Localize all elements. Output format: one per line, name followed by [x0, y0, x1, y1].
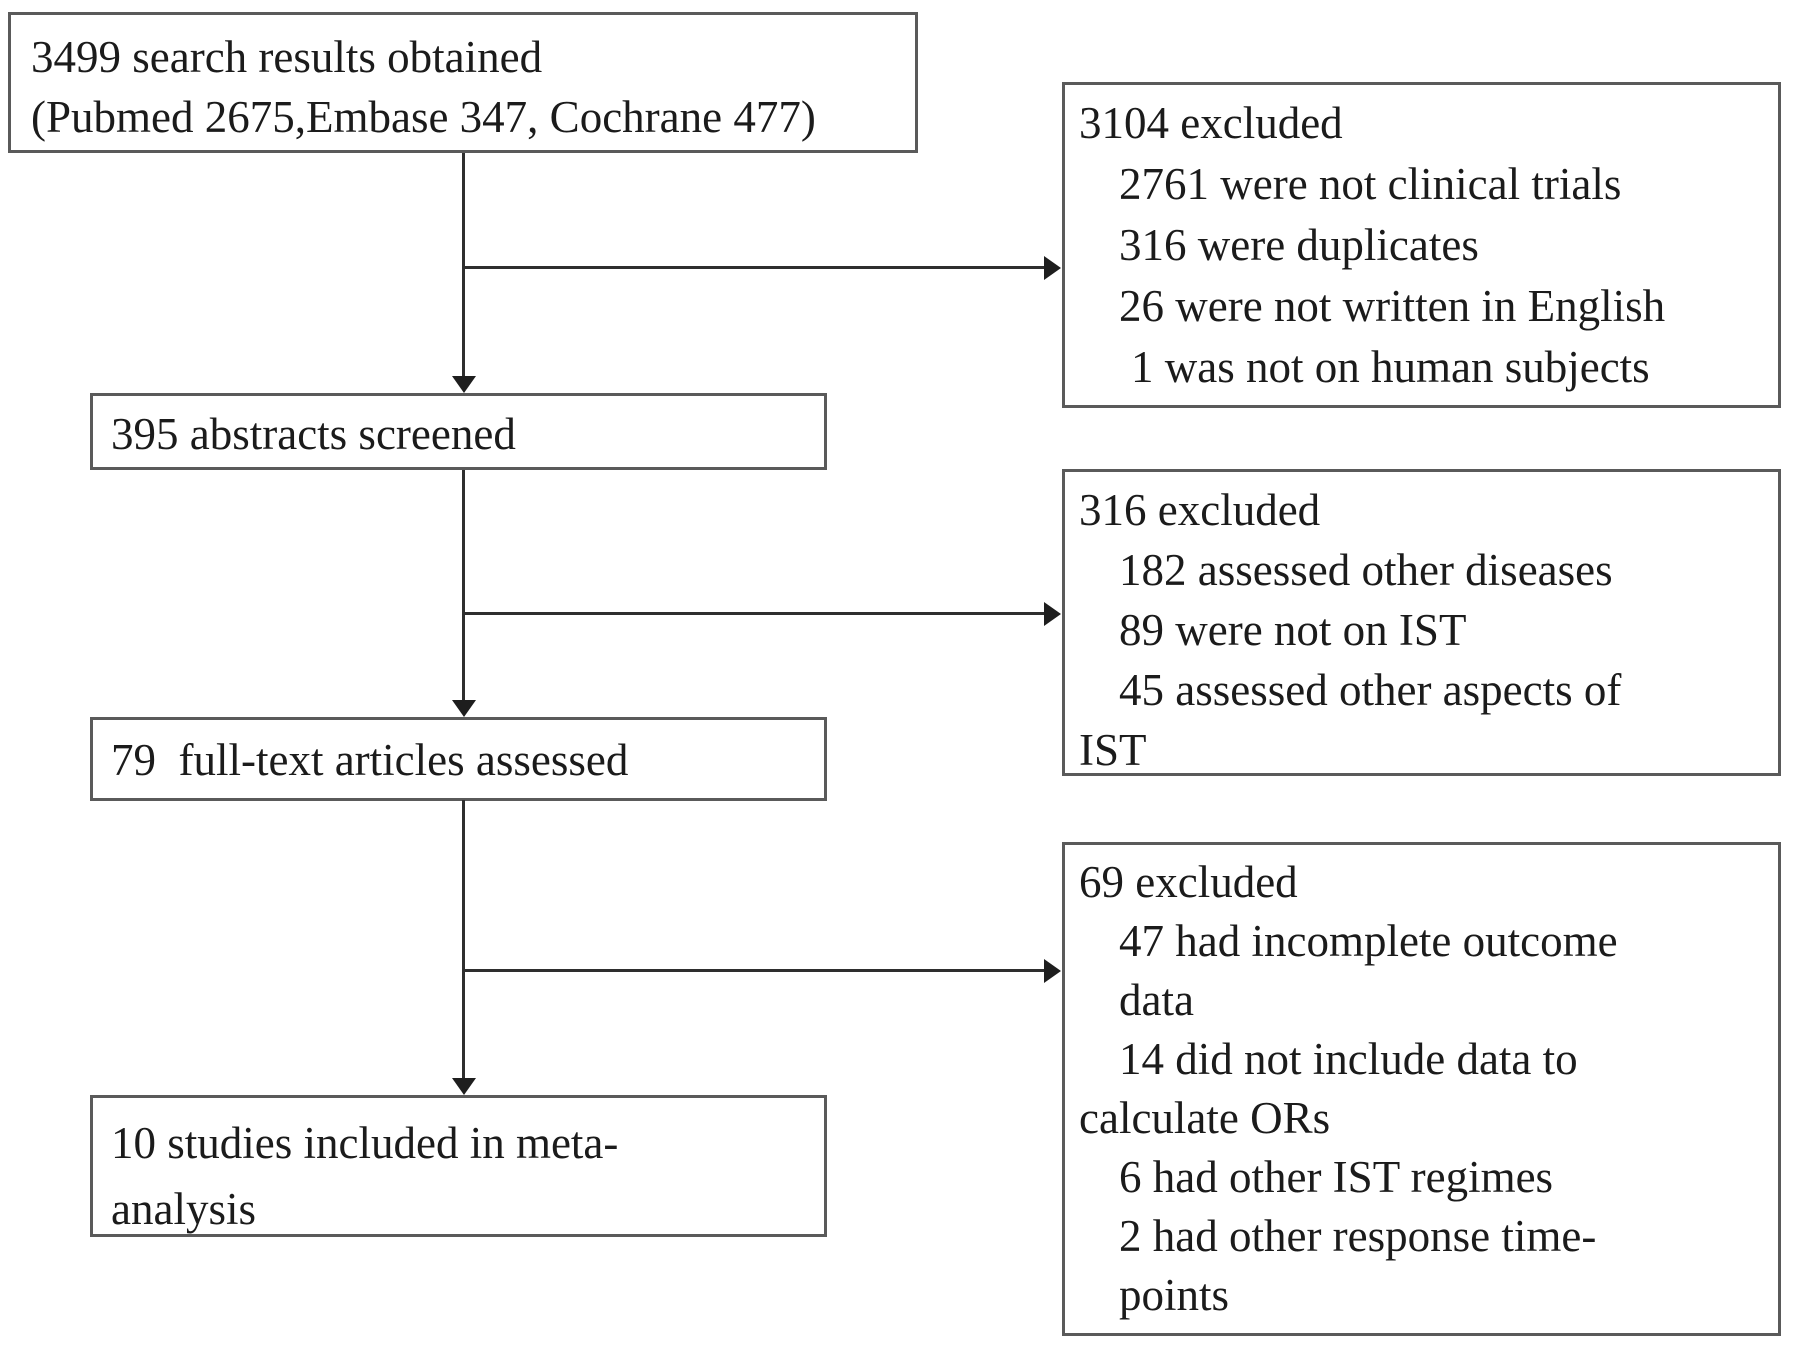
box-abstracts-screened-line-1: 395 abstracts screened [111, 409, 516, 459]
box-excluded-2-item-1: 182 assessed other diseases [1119, 545, 1613, 595]
box-excluded-2-title: 316 excluded [1079, 485, 1321, 535]
box-excluded-1-item-4: 1 was not on human subjects [1131, 342, 1650, 392]
arrow-right-icon [1044, 602, 1061, 626]
box-search-results-line-2: (Pubmed 2675,Embase 347, Cochrane 477) [31, 92, 816, 142]
box-excluded-3-title: 69 excluded [1079, 857, 1298, 907]
box-excluded-1-item-2: 316 were duplicates [1119, 220, 1479, 270]
box-excluded-3-item-3: 6 had other IST regimes [1119, 1152, 1554, 1202]
arrow-right-icon [1044, 959, 1061, 983]
connector-line-abstracts-to-fulltext [462, 470, 465, 704]
box-excluded-3: 69 excluded 47 had incomplete outcome da… [1062, 842, 1781, 1336]
box-excluded-1-item-3: 26 were not written in English [1119, 281, 1666, 331]
connector-line-fulltext-to-included [462, 800, 465, 1082]
box-excluded-2-item-3-cont: IST [1079, 725, 1147, 775]
connector-line-to-excluded-3 [463, 969, 1046, 972]
box-fulltext-assessed-line-1: 79 full-text articles assessed [111, 735, 629, 785]
box-studies-included: 10 studies included in meta- analysis [90, 1095, 827, 1237]
box-excluded-2-item-2: 89 were not on IST [1119, 605, 1467, 655]
box-search-results-line-1: 3499 search results obtained [31, 32, 543, 82]
connector-line-to-excluded-2 [463, 612, 1046, 615]
box-excluded-1: 3104 excluded 2761 were not clinical tri… [1062, 82, 1781, 408]
box-excluded-1-item-1: 2761 were not clinical trials [1119, 159, 1622, 209]
box-excluded-2-item-3: 45 assessed other aspects of [1119, 665, 1622, 715]
connector-line-to-excluded-1 [463, 266, 1046, 269]
box-excluded-2: 316 excluded 182 assessed other diseases… [1062, 469, 1781, 776]
box-excluded-3-item-2-cont: calculate ORs [1079, 1093, 1331, 1143]
box-search-results: 3499 search results obtained (Pubmed 267… [8, 12, 918, 153]
arrow-down-icon [452, 700, 476, 717]
box-excluded-1-title: 3104 excluded [1079, 98, 1343, 148]
box-studies-included-line-1: 10 studies included in meta- [111, 1118, 619, 1168]
box-excluded-3-item-1: 47 had incomplete outcome [1119, 916, 1618, 966]
box-fulltext-assessed: 79 full-text articles assessed [90, 717, 827, 801]
box-excluded-3-item-2: 14 did not include data to [1119, 1034, 1578, 1084]
arrow-down-icon [452, 376, 476, 393]
box-excluded-3-item-4-cont: points [1119, 1270, 1230, 1320]
box-excluded-3-item-1-cont: data [1119, 975, 1194, 1025]
box-studies-included-line-2: analysis [111, 1184, 256, 1234]
arrow-right-icon [1044, 256, 1061, 280]
arrow-down-icon [452, 1078, 476, 1095]
box-excluded-3-item-4: 2 had other response time- [1119, 1211, 1597, 1261]
box-abstracts-screened: 395 abstracts screened [90, 393, 827, 470]
